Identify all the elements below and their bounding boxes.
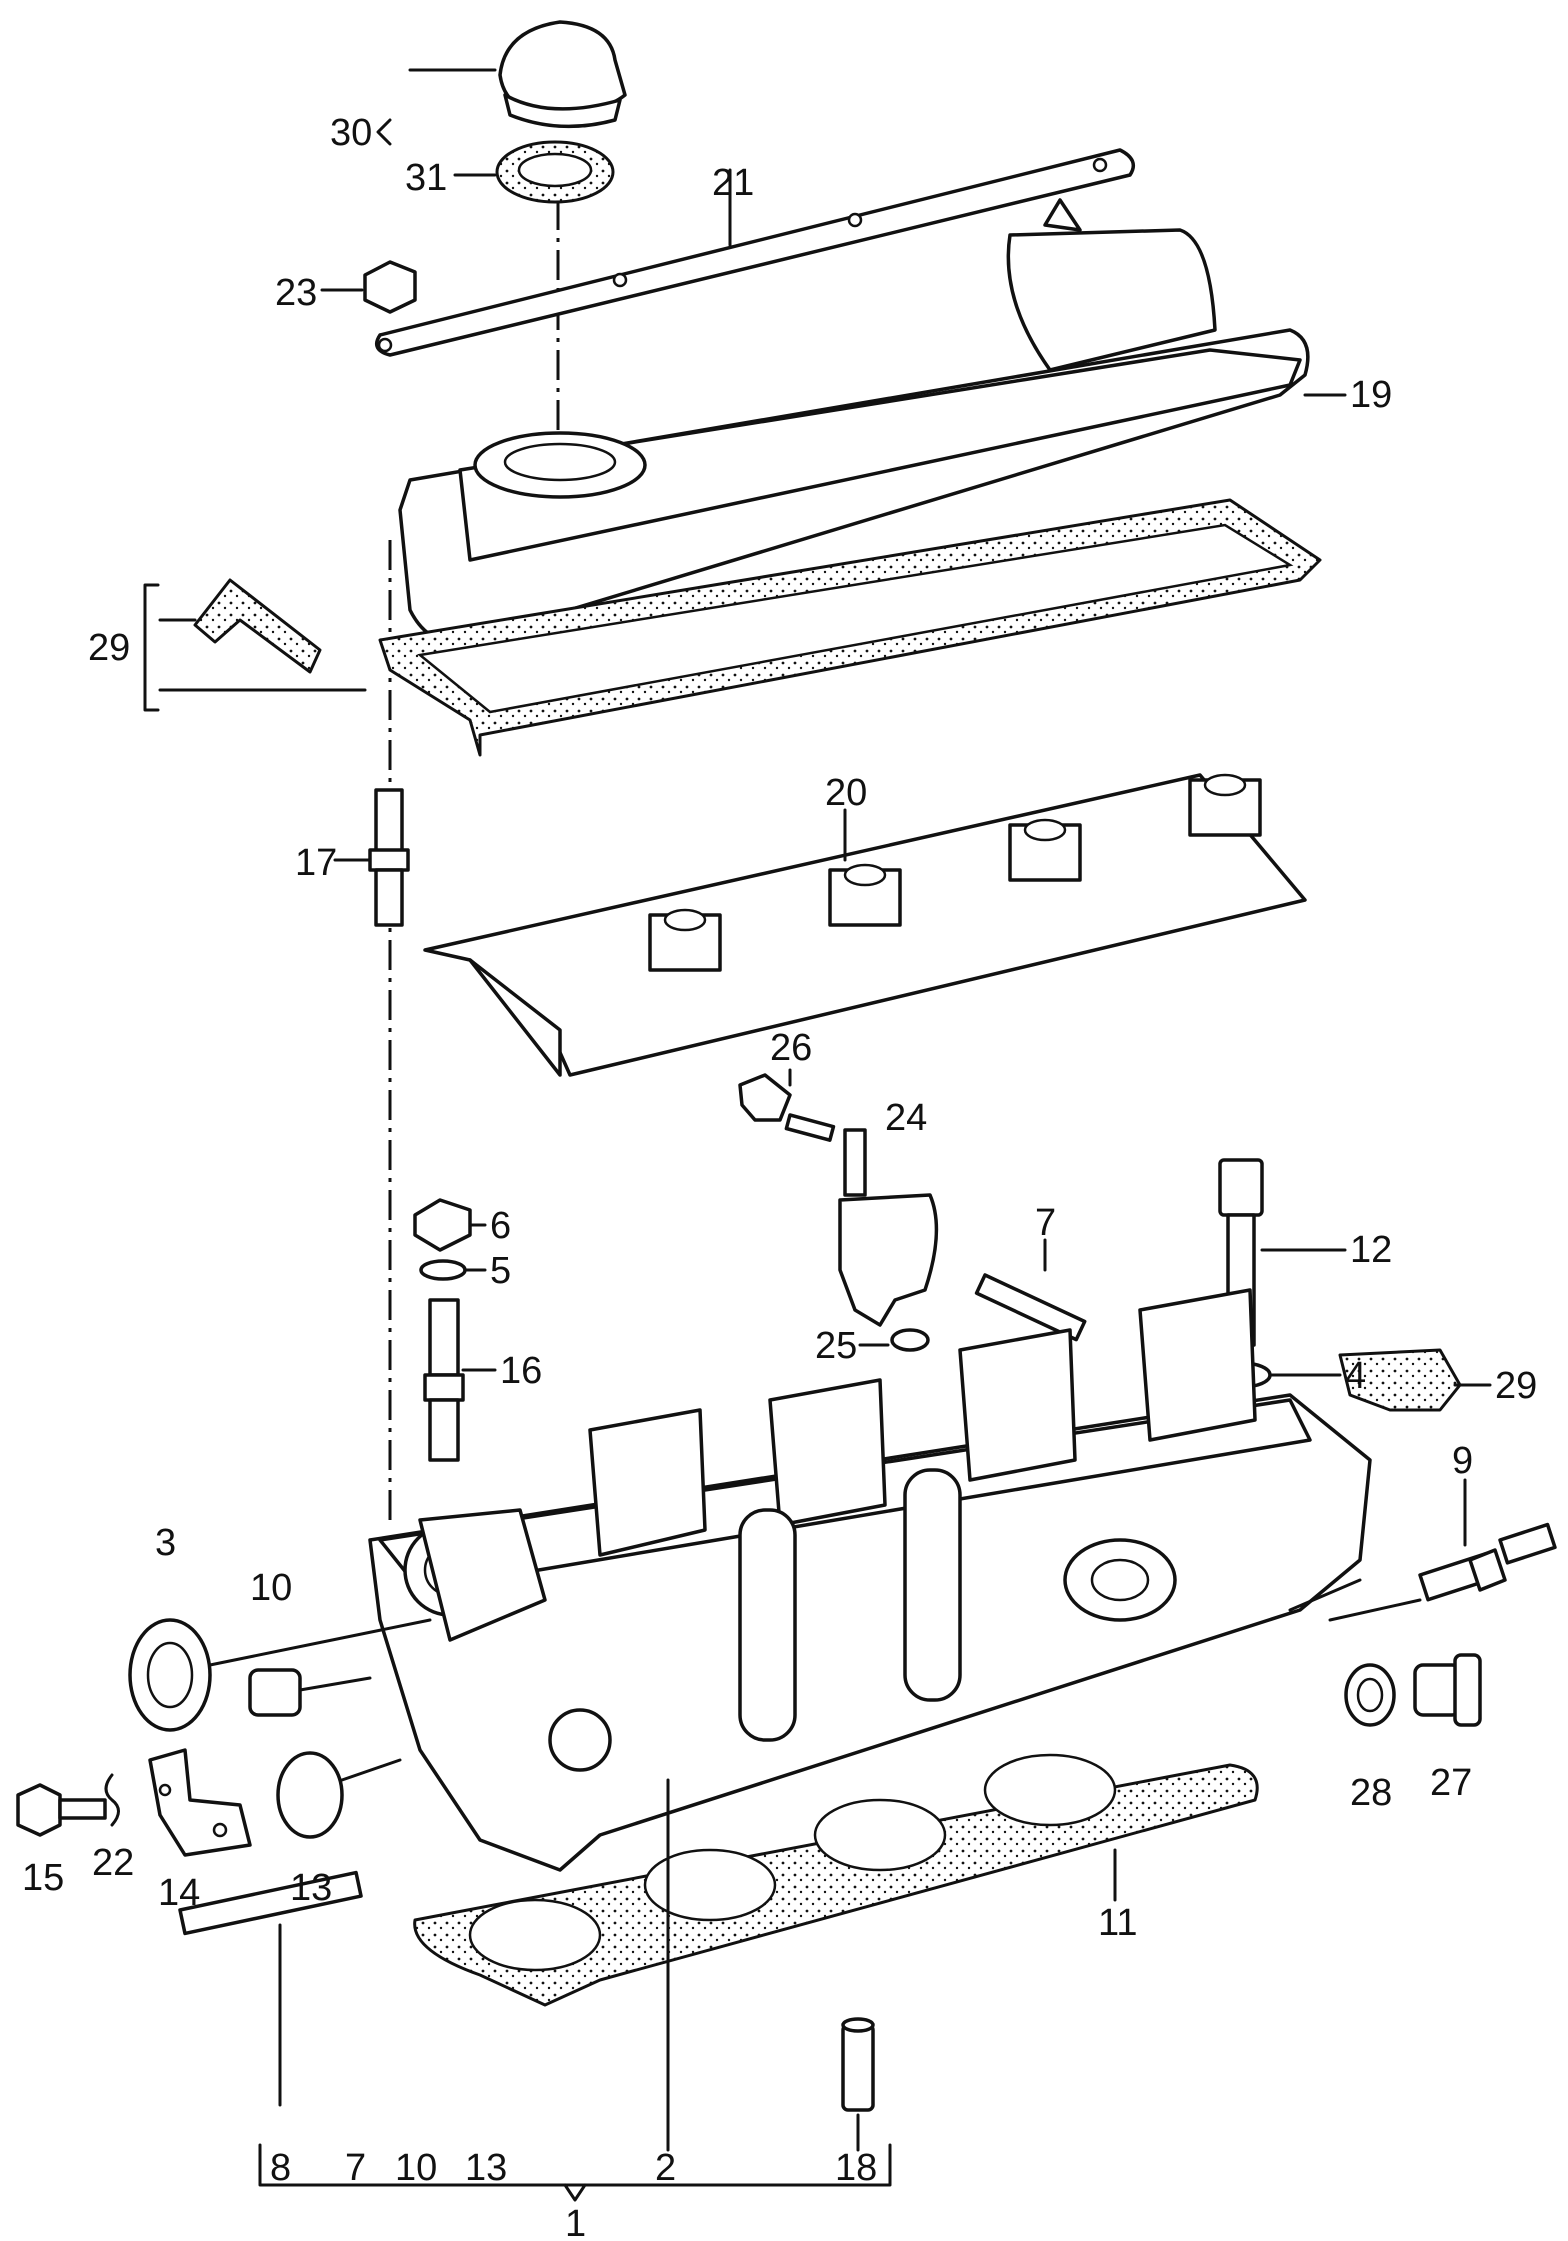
oil-baffle-plate [423,773,1307,1077]
stud-7 [974,1238,1087,1342]
label-17: 17 [295,842,337,884]
part-labels: 30 31 21 23 19 29 20 17 26 24 12 7 6 5 4… [22,112,1537,2241]
temperature-sender [1328,1478,1557,1622]
label-15: 15 [22,1857,64,1899]
label-27: 27 [1430,1762,1472,1804]
label-8: 8 [270,2147,291,2189]
label-4: 4 [1345,1355,1366,1397]
label-29-upper: 29 [88,627,130,669]
label-22: 22 [92,1842,134,1884]
label-7-lower: 7 [345,2147,366,2189]
kit-bracket [258,2143,892,2202]
label-25: 25 [815,1325,857,1367]
plug-10 [248,1668,372,1717]
cover-gasket-strip [374,148,1136,357]
valve-cover-gasket [378,498,1322,757]
label-20: 20 [825,772,867,814]
bolt-15 [16,1783,107,1837]
label-7-upper: 7 [1035,1202,1056,1244]
label-10-lower: 10 [395,2147,437,2189]
spring-clip [104,1773,120,1827]
washer-28 [1344,1663,1396,1727]
label-11: 11 [1098,1902,1137,1944]
label-19: 19 [1350,374,1392,416]
label-13-upper: 13 [290,1867,332,1909]
label-10-upper: 10 [250,1567,292,1609]
bolt-26 [738,1068,836,1142]
valve-cover [398,198,1347,644]
plug-13 [276,1751,402,1839]
oil-filler-cap [408,20,627,129]
bracket [148,1748,252,1857]
bent-seal-upper [143,578,367,712]
label-14: 14 [158,1872,200,1914]
camshaft-oil-seal [128,1618,432,1732]
stud-17 [333,788,410,927]
breather-fitting [838,1128,939,1327]
label-3: 3 [155,1522,176,1564]
label-29-lower: 29 [1495,1365,1537,1407]
stud-8 [178,1870,363,2107]
label-9: 9 [1452,1440,1473,1482]
drain-plug [1413,1653,1482,1727]
label-30: 30 [330,112,372,154]
label-12: 12 [1350,1229,1392,1271]
label-23: 23 [275,272,317,314]
label-31: 31 [405,157,447,199]
label-26: 26 [770,1027,812,1069]
label-6: 6 [490,1205,511,1247]
centerline [388,150,560,1520]
label-28: 28 [1350,1772,1392,1814]
stud-16 [423,1298,497,1462]
label-2: 2 [655,2147,676,2189]
label-5: 5 [490,1250,511,1292]
head-gasket [413,1753,1259,2007]
washer-5 [419,1259,487,1281]
label-1: 1 [565,2203,586,2241]
half-moon-seal [1338,1348,1492,1412]
nut [320,260,417,314]
cap-bracket [376,118,392,146]
cylinder-head [368,1288,1372,1872]
label-16: 16 [500,1350,542,1392]
filler-seal-ring [453,140,615,204]
label-24: 24 [885,1097,927,1139]
label-13-lower: 13 [465,2147,507,2189]
o-ring [858,1328,930,1352]
label-18: 18 [835,2147,877,2189]
label-21: 21 [712,162,754,204]
nut-6 [413,1198,487,1252]
hydraulic-lifter [841,2017,875,2152]
